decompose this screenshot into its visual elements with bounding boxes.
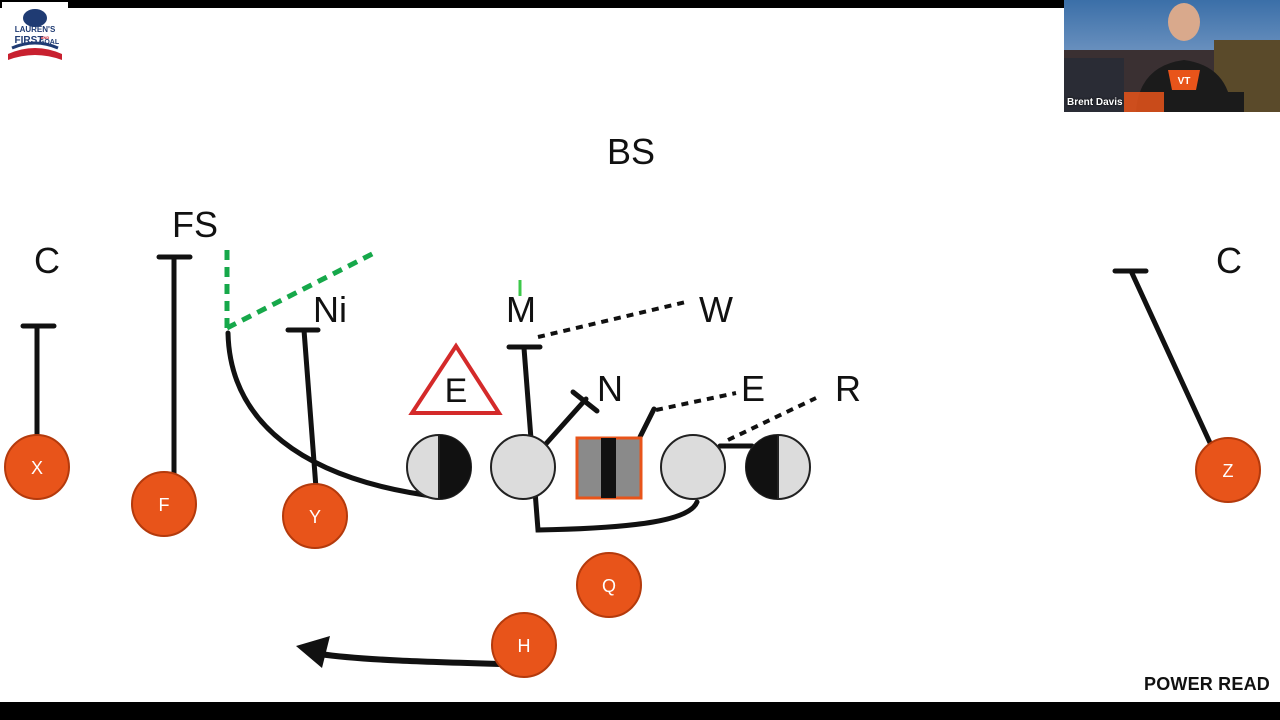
- participant-name: Brent Davis: [1067, 97, 1123, 108]
- participant-video-feed: VT: [1064, 0, 1280, 112]
- lineman-right-tackle: [745, 434, 811, 500]
- player-label-h: H: [518, 636, 531, 656]
- defender-label-bs: BS: [607, 131, 655, 172]
- player-z: Z: [1195, 437, 1261, 503]
- block-line-to-n: [541, 396, 589, 449]
- lineman-center: [575, 436, 643, 500]
- lineman-left-tackle: [406, 434, 472, 500]
- player-q: Q: [576, 552, 642, 618]
- shirt-text: VT: [1178, 76, 1191, 87]
- defender-label-w: W: [699, 289, 733, 330]
- offensive-players: X F Y Q H Z: [4, 434, 1261, 678]
- laurens-first-and-goal-logo: LAUREN'S FIRST AND GOAL: [2, 2, 68, 68]
- defender-label-e-read: E: [445, 372, 468, 410]
- dashed-line-to-r: [727, 396, 817, 442]
- block-line-guard-pull: [521, 345, 700, 533]
- logo-line2b: AND: [41, 35, 50, 40]
- player-label-q: Q: [602, 576, 616, 596]
- defender-label-c-left: C: [34, 240, 60, 281]
- logo-line1: LAUREN'S: [15, 25, 56, 34]
- defender-label-ni: Ni: [313, 289, 347, 330]
- player-y: Y: [282, 483, 348, 549]
- defender-label-e-outside: E: [741, 368, 765, 409]
- offensive-line: [406, 434, 811, 500]
- defender-label-n: N: [597, 368, 623, 409]
- block-line-center-to-e: [637, 406, 657, 440]
- lineman-right-guard: [660, 434, 726, 500]
- player-h: H: [491, 612, 557, 678]
- block-line-z: [1128, 268, 1214, 448]
- top-bar: [0, 0, 1280, 8]
- dashed-assignment-lines: [537, 300, 817, 442]
- play-name: POWER READ: [1143, 674, 1270, 694]
- blocking-routes: [20, 254, 1214, 533]
- read-defender-triangle: E: [408, 342, 503, 415]
- block-line-tackle-arc: [225, 330, 443, 500]
- dashed-line-to-e: [655, 391, 737, 412]
- logo-line3: GOAL: [39, 39, 60, 46]
- block-tee-n: [570, 389, 600, 414]
- defender-label-fs: FS: [172, 204, 218, 245]
- bottom-bar: [0, 702, 1280, 720]
- logo-line2: FIRST: [15, 35, 44, 46]
- green-dashed-route: [224, 248, 380, 331]
- player-label-y: Y: [309, 507, 321, 527]
- participant-video-tile[interactable]: VT Brent Davis: [1064, 0, 1280, 112]
- lineman-left-guard: [490, 434, 556, 500]
- player-label-f: F: [159, 495, 170, 515]
- h-motion-arrow: [296, 636, 501, 668]
- player-label-z: Z: [1223, 461, 1234, 481]
- defender-label-r: R: [835, 368, 861, 409]
- defender-label-c-right: C: [1216, 240, 1242, 281]
- dashed-line-m-to-w: [537, 300, 687, 339]
- player-f: F: [131, 471, 197, 537]
- player-label-x: X: [31, 458, 43, 478]
- player-x: X: [4, 434, 70, 500]
